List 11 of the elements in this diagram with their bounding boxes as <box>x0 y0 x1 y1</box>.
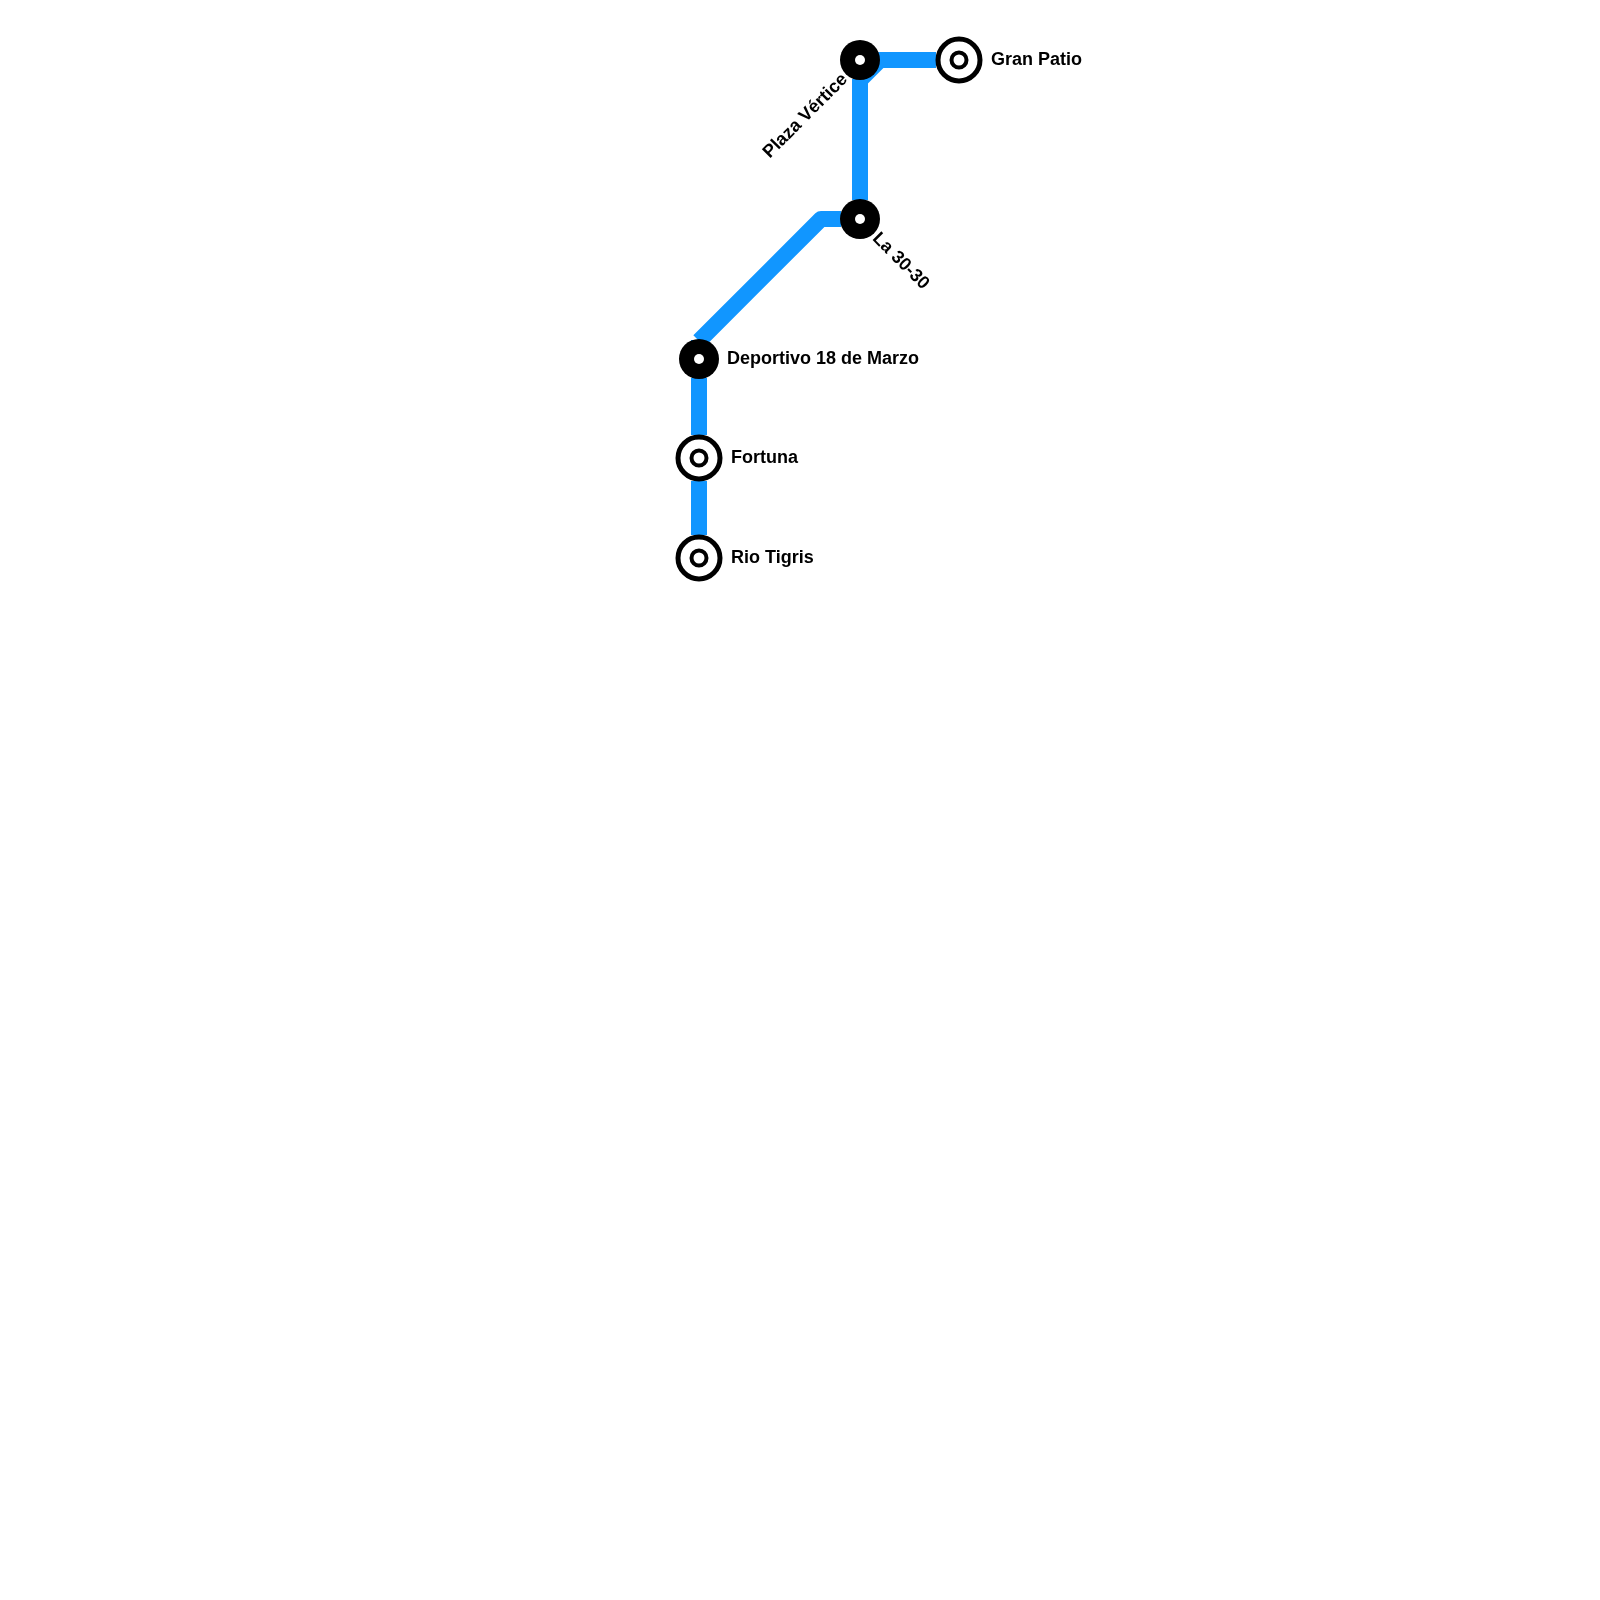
station-name: Deportivo 18 de Marzo <box>727 347 920 369</box>
transit-line <box>691 378 707 435</box>
terminal-station-marker <box>675 434 723 482</box>
station-marker <box>679 339 719 379</box>
transit-line <box>852 79 868 200</box>
station-name: Rio Tigris <box>731 546 814 568</box>
station-name: Gran Patio <box>991 48 1083 70</box>
terminal-station-marker <box>675 534 723 582</box>
terminal-station-marker <box>935 36 983 84</box>
transit-line <box>691 481 707 535</box>
station-name: Fortuna <box>731 446 798 468</box>
